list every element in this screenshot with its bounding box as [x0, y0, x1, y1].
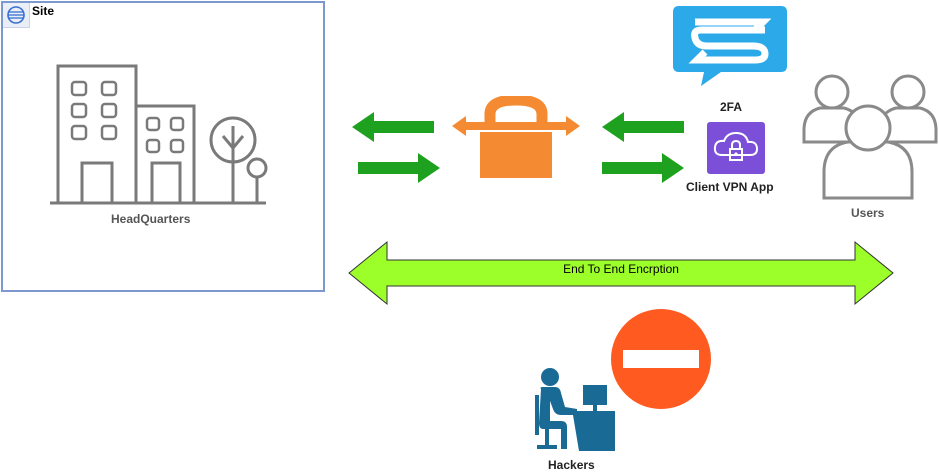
client-vpn-label: Client VPN App [686, 180, 774, 194]
hacker-desk-icon [535, 365, 617, 458]
twofa-label: 2FA [720, 100, 743, 114]
ibm-cloud-icon [3, 3, 30, 28]
site-label: Site [32, 4, 55, 18]
sms-chat-icon [671, 2, 789, 93]
site-boundary [1, 1, 325, 292]
client-vpn-icon [707, 122, 765, 179]
arrow-right-to-gateway [358, 153, 442, 188]
arrow-left-to-headquarters [352, 112, 436, 147]
building-icon [44, 60, 276, 215]
hackers-label: Hackers [548, 458, 595, 472]
encryption-double-arrow [347, 240, 895, 311]
users-label: Users [851, 206, 885, 220]
arrow-left-to-gateway [602, 112, 686, 147]
lock-gateway-icon [452, 94, 580, 185]
no-entry-icon [610, 308, 712, 415]
users-group-icon [800, 72, 939, 207]
headquarters-label: HeadQuarters [111, 212, 191, 226]
encryption-label: End To End Encrption [563, 262, 679, 276]
arrow-right-to-client [602, 153, 686, 188]
